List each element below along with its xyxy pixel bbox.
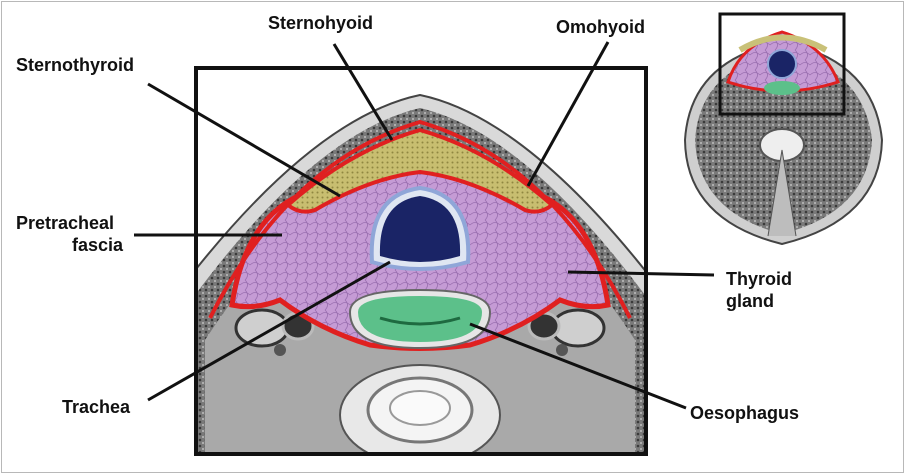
oesophagus-shape xyxy=(348,288,492,350)
leader-thyroid xyxy=(567,270,715,277)
leader-oesophagus xyxy=(469,322,687,410)
label-sternothyroid: Sternothyroid xyxy=(16,55,135,75)
leader-sternohyoid xyxy=(332,43,394,141)
label-sternohyoid: Sternohyoid xyxy=(268,13,374,33)
inset-highlight-box xyxy=(718,12,846,116)
label-thyroid-line1: Thyroid xyxy=(726,269,792,289)
label-pretracheal-line2: fascia xyxy=(72,235,124,255)
overview-inset xyxy=(683,12,884,246)
right-carotid-sheath xyxy=(527,308,606,356)
label-omohyoid: Omohyoid xyxy=(556,17,645,37)
label-thyroid-line2: gland xyxy=(726,291,774,311)
label-pretracheal-line1: Pretracheal xyxy=(16,213,115,233)
strap-muscles xyxy=(284,127,556,214)
label-trachea: Trachea xyxy=(62,397,131,417)
leader-trachea xyxy=(147,260,391,402)
leader-omohyoid xyxy=(526,41,610,187)
magnified-view xyxy=(196,68,646,454)
trachea-shape xyxy=(369,185,471,271)
leader-lines xyxy=(134,41,715,410)
leader-sternothyroid xyxy=(147,82,341,198)
label-pretracheal-fascia: Pretracheal fascia xyxy=(16,212,123,256)
label-thyroid-gland: Thyroid gland xyxy=(726,268,792,312)
label-oesophagus: Oesophagus xyxy=(690,403,800,423)
magnified-view-frame xyxy=(194,66,648,456)
